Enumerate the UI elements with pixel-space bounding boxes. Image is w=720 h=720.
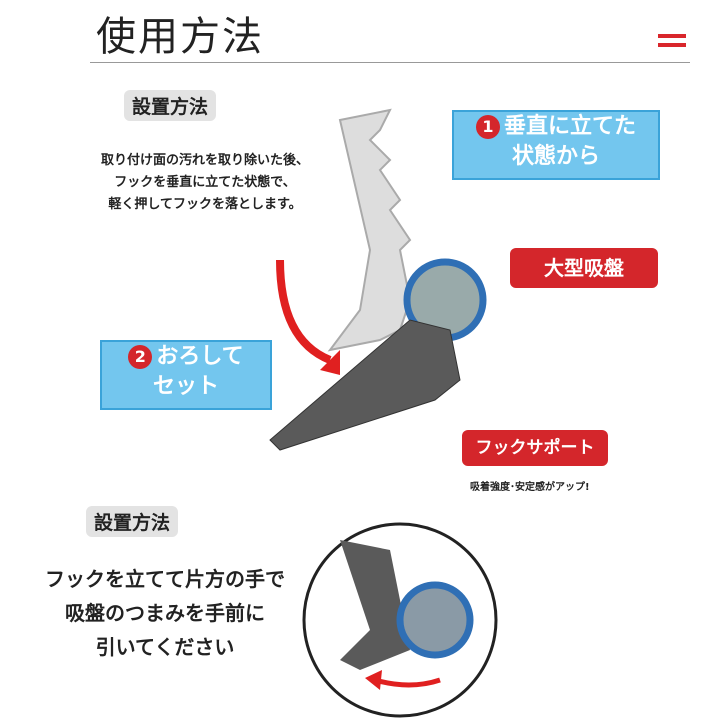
hook-detail	[340, 540, 410, 670]
section2-tag: 設置方法	[86, 506, 179, 537]
arrow-icon	[276, 259, 332, 364]
callout-line: おろして	[156, 344, 244, 369]
desc-line: フックを垂直に立てた状態で、	[114, 175, 296, 190]
support-note: 吸着強度･安定感がアップ!	[470, 482, 590, 493]
desc-line: 吸盤のつまみを手前に	[65, 601, 265, 625]
desc-line: 軽く押してフックを落とします。	[108, 197, 302, 212]
desc-line: 取り付け面の汚れを取り除いた後、	[100, 153, 309, 168]
page-title: 使用方法	[96, 14, 264, 60]
step-number: 1	[475, 115, 500, 139]
support-label: フックサポート	[462, 430, 608, 466]
upright-hook	[327, 108, 412, 352]
hook-illustration	[269, 108, 487, 451]
arrow-icon	[374, 677, 441, 688]
suction-cup-detail	[396, 581, 474, 659]
suction-label: 大型吸盤	[510, 248, 658, 288]
step-number: 2	[128, 345, 153, 369]
menu-icon[interactable]	[658, 34, 686, 52]
lowered-hook	[269, 319, 461, 451]
divider	[90, 62, 690, 63]
section1-description: 取り付け面の汚れを取り除いた後、 フックを垂直に立てた状態で、 軽く押してフック…	[60, 150, 350, 216]
desc-line: 引いてください	[95, 635, 235, 659]
section1-tag: 設置方法	[124, 90, 217, 121]
callout-line: セット	[152, 374, 219, 399]
desc-line: フックを立てて片方の手で	[45, 567, 285, 591]
callout-line: 状態から	[511, 144, 600, 169]
section2-description: フックを立てて片方の手で 吸盤のつまみを手前に 引いてください	[20, 562, 310, 664]
detail-illustration	[302, 522, 498, 718]
callout-line: 垂直に立てた	[503, 114, 636, 139]
